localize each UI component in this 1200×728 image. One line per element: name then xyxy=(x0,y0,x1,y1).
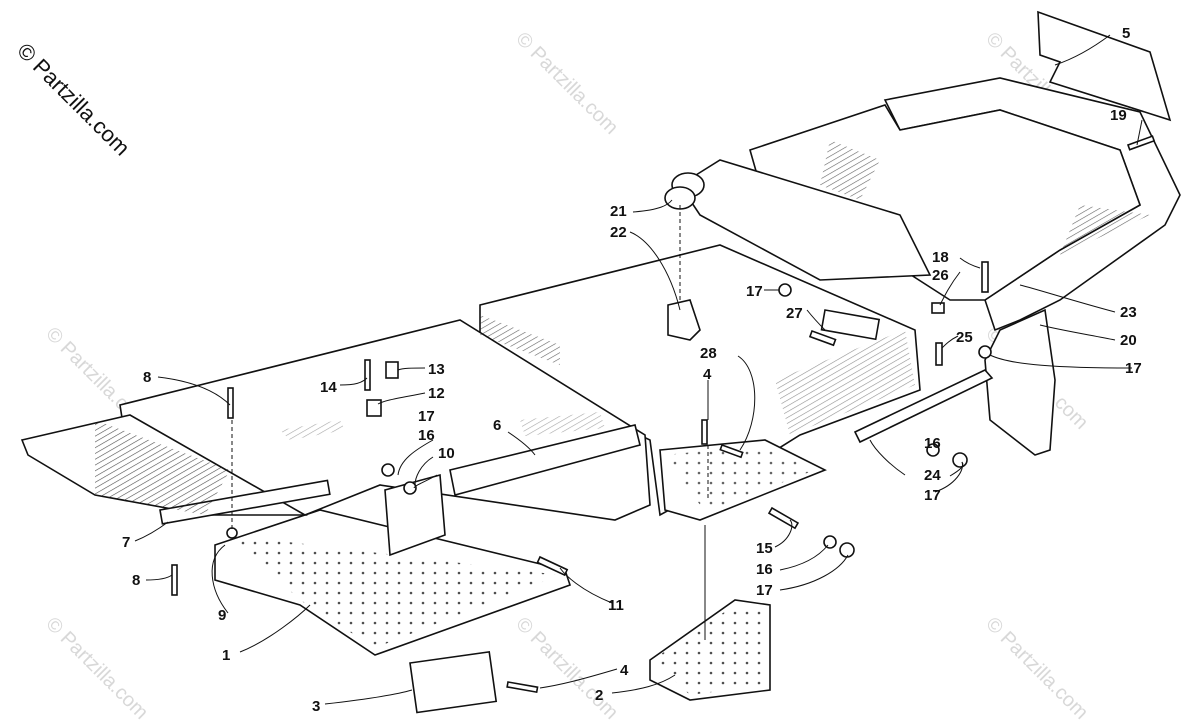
bolt-19 xyxy=(1126,135,1156,151)
part-3-plate xyxy=(409,650,498,714)
callout-9: 9 xyxy=(218,607,226,624)
part-24-rod xyxy=(853,369,994,444)
washer-16 xyxy=(403,481,417,495)
washer-16 xyxy=(926,443,940,457)
callout-4: 4 xyxy=(703,366,712,383)
callout-3: 3 xyxy=(312,698,320,715)
callout-19: 19 xyxy=(1110,107,1127,124)
bolt-8 xyxy=(227,387,234,419)
nut-26 xyxy=(931,302,945,314)
callout-14: 14 xyxy=(320,379,337,396)
callout-18: 18 xyxy=(932,249,949,266)
bolt-27 xyxy=(808,329,837,347)
part-6-rail xyxy=(449,424,641,496)
nut-17 xyxy=(952,452,968,468)
callout-27: 27 xyxy=(786,305,803,322)
bolt-15 xyxy=(767,506,800,530)
callout-20: 20 xyxy=(1120,332,1137,349)
callout-24: 24 xyxy=(924,467,941,484)
part-10-bracket xyxy=(384,473,446,557)
callout-17: 17 xyxy=(418,408,435,425)
bolt-4 xyxy=(506,681,539,694)
callout-28: 28 xyxy=(700,345,717,362)
callout-labels: 1 2 3 4 4 5 6 7 8 8 9 10 11 12 13 14 15 … xyxy=(122,25,1142,715)
washer-9 xyxy=(226,527,238,539)
callout-1: 1 xyxy=(222,647,230,664)
nut-17 xyxy=(978,345,992,359)
watermark-tile: © Partzilla.com xyxy=(511,28,622,139)
part-22-pad xyxy=(667,299,701,341)
callout-17: 17 xyxy=(756,582,773,599)
nut-17 xyxy=(778,283,792,297)
washer-16 xyxy=(823,535,837,549)
callout-22: 22 xyxy=(610,224,627,241)
callout-16: 16 xyxy=(756,561,773,578)
watermark-tile: © Partzilla.com xyxy=(981,613,1092,724)
bolt-25 xyxy=(935,342,943,366)
callout-8: 8 xyxy=(143,369,151,386)
watermark-tile: © Partzilla.com xyxy=(511,613,622,724)
nut-17 xyxy=(839,542,855,558)
bolt-14 xyxy=(364,359,371,391)
clip-13 xyxy=(385,361,399,379)
callout-13: 13 xyxy=(428,361,445,378)
part-5-decal xyxy=(1037,10,1172,122)
callout-6: 6 xyxy=(493,417,501,434)
callout-16: 16 xyxy=(924,435,941,452)
clip-12 xyxy=(366,399,382,417)
callout-5: 5 xyxy=(1122,25,1130,42)
callout-2: 2 xyxy=(595,687,603,704)
part-27-block xyxy=(820,309,881,341)
callout-8: 8 xyxy=(132,572,140,589)
callout-12: 12 xyxy=(428,385,445,402)
bolt-18 xyxy=(981,261,989,293)
callout-17: 17 xyxy=(924,487,941,504)
callout-26: 26 xyxy=(932,267,949,284)
callout-7: 7 xyxy=(122,534,130,551)
leader-lines xyxy=(134,34,1143,705)
callout-4: 4 xyxy=(620,662,629,679)
bolt-8 xyxy=(171,564,178,596)
callout-17: 17 xyxy=(746,283,763,300)
part-21-hitch-bracket xyxy=(678,159,932,281)
bolt-4 xyxy=(701,419,708,445)
callout-23: 23 xyxy=(1120,304,1137,321)
bolt-11 xyxy=(536,555,569,577)
shading-details xyxy=(95,140,1150,695)
nut-17 xyxy=(381,463,395,477)
watermark-tile: © Partzilla.com xyxy=(41,613,152,724)
bolt-28 xyxy=(719,443,744,459)
callout-11: 11 xyxy=(608,597,624,614)
callout-21: 21 xyxy=(610,203,627,220)
callout-10: 10 xyxy=(438,445,455,462)
callout-25: 25 xyxy=(956,329,973,346)
callout-16: 16 xyxy=(418,427,435,444)
callout-15: 15 xyxy=(756,540,773,557)
callout-17: 17 xyxy=(1125,360,1142,377)
